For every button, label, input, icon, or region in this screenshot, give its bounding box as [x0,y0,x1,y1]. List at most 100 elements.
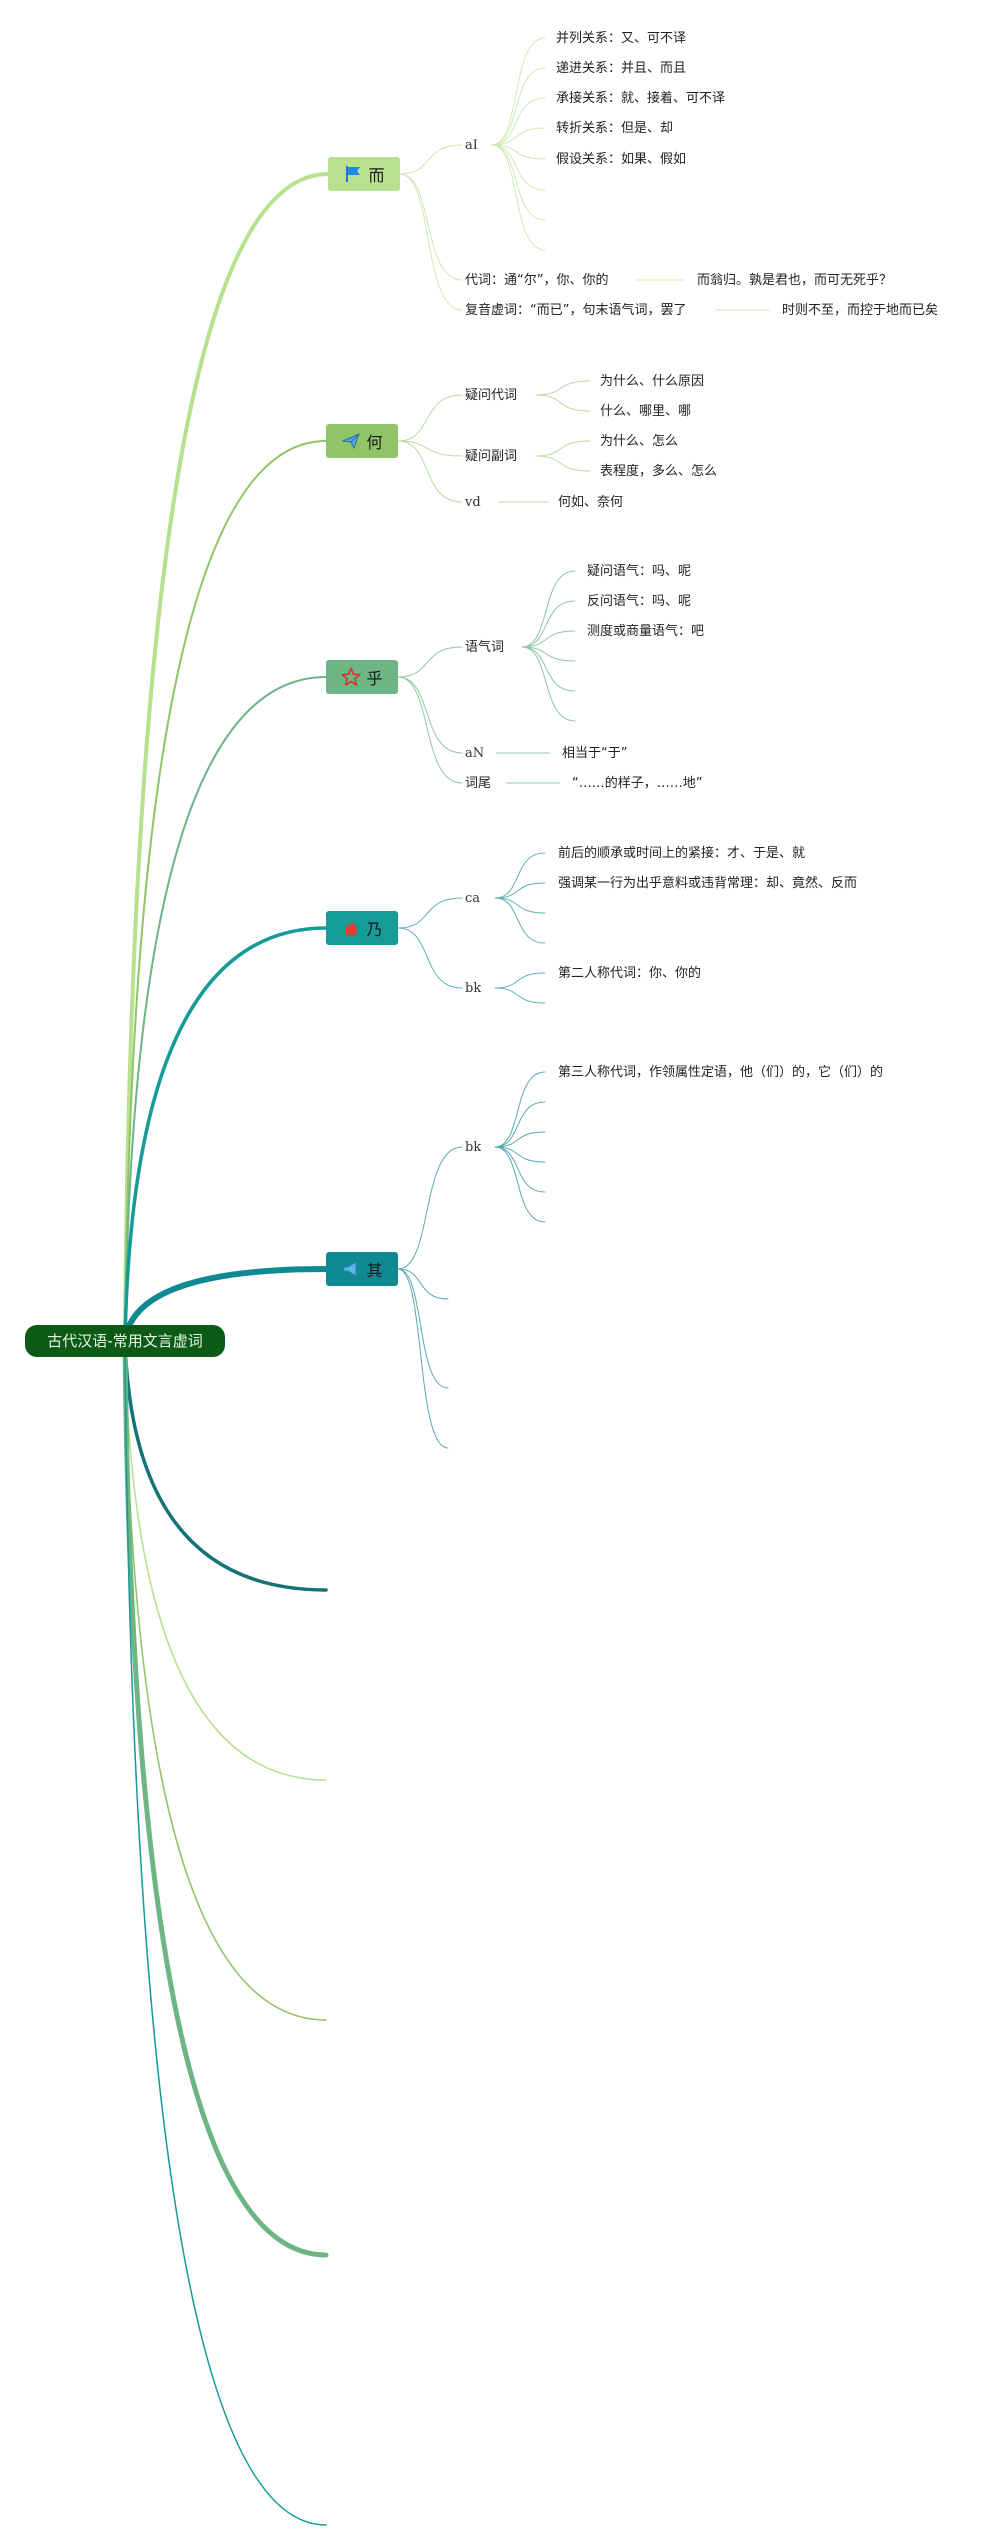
he-vd-item[interactable]: 何如、奈何 [558,495,624,510]
er-al-link-0 [491,37,546,146]
he-vd-node[interactable]: vd [465,495,481,510]
branch-empty-5 [124,1340,327,2526]
hu-mood-link-5 [521,646,576,722]
he-to-pron [397,394,463,442]
qi-bk-link-4 [494,1146,546,1193]
branch-empty-3 [124,1340,327,2021]
er-to-al [399,144,463,175]
qi-bk-node[interactable]: bk [465,1140,482,1155]
topic-qi-label: 其 [366,1261,383,1280]
er-to-compound [399,173,463,311]
er-al-link-7 [491,144,546,251]
megaphone-icon [341,1259,361,1279]
hu-mood-link-1 [521,600,576,648]
topic-hu-label: 乎 [366,669,383,688]
he-pron-item-2[interactable]: 什么、哪里、哪 [600,404,692,419]
hu-mood-item-3[interactable]: 测度或商量语气：吧 [587,624,705,639]
er-al-link-2 [491,97,546,146]
topic-er[interactable]: 而 [328,157,400,191]
topic-he[interactable]: 何 [326,424,398,458]
branch-empty-4 [122,1338,329,2258]
topic-he-label: 何 [366,433,383,452]
nai-ca-item-2[interactable]: 强调某一行为出乎意料或违背常理：却、竟然、反而 [558,876,858,891]
hu-to-mood [397,646,463,678]
hu-mood-link-2 [521,630,576,648]
he-pron-node[interactable]: 疑问代词 [465,388,518,403]
branch-er [123,172,330,1343]
he-adv-node[interactable]: 疑问副词 [465,449,518,464]
he-to-adv [397,440,463,457]
qi-to-empty-2 [397,1268,449,1389]
nai-ca-link-0 [494,852,546,899]
hu-mood-link-0 [521,570,576,648]
he-adv-item-2[interactable]: 表程度，多么、怎么 [600,464,718,479]
er-al-link-3 [491,127,546,146]
topic-nai-label: 乃 [366,920,383,939]
er-compound-node[interactable]: 复音虚词：“而已”，句末语气词，罢了 [465,303,687,318]
qi-to-empty-3 [397,1268,449,1449]
topic-er-label: 而 [368,166,385,185]
er-pronoun-example[interactable]: 而翁归。孰是君也，而可无死乎？ [697,273,893,288]
root-topic[interactable]: 古代汉语-常用文言虚词 [25,1325,225,1357]
topic-hu[interactable]: 乎 [326,660,398,694]
qi-to-bk [397,1146,463,1270]
hu-mood-link-4 [521,646,576,692]
hu-to-an [397,676,463,754]
nai-bk-item[interactable]: 第二人称代词：你、你的 [558,966,702,981]
topic-qi[interactable]: 其 [326,1252,398,1286]
topic-nai[interactable]: 乃 [326,911,398,945]
qi-bk-link-0 [494,1071,546,1148]
he-pron-link-2 [535,394,591,412]
nai-ca-link-3 [494,897,546,944]
nai-bk-link-2 [494,987,546,1004]
er-al-link-6 [491,144,546,221]
qi-bk-item[interactable]: 第三人称代词，作领属性定语，他（们）的，它（们）的 [558,1065,884,1080]
he-adv-item-1[interactable]: 为什么、怎么 [600,434,679,449]
hu-suffix-node[interactable]: 词尾 [465,776,492,791]
nai-ca-node[interactable]: ca [465,891,481,906]
nai-ca-link-1 [494,882,546,899]
nai-bk-node[interactable]: bk [465,981,482,996]
hu-an-node[interactable]: aN [465,746,485,761]
hu-mood-item-2[interactable]: 反问语气：吗、呢 [587,594,692,609]
er-al-node[interactable]: aI [465,138,478,153]
er-al-item-5[interactable]: 假设关系：如果、假如 [556,152,687,167]
hu-to-suffix [397,676,463,784]
er-to-pronoun [399,173,463,281]
nai-ca-item-1[interactable]: 前后的顺承或时间上的紧接：才、于是、就 [558,846,806,861]
qi-to-empty-1 [397,1268,449,1300]
er-pronoun-node[interactable]: 代词：通“尔”，你、你的 [465,273,609,288]
branch-nai [123,926,328,1343]
nai-bk-link-1 [494,972,546,989]
hu-mood-node[interactable]: 语气词 [465,640,505,655]
nai-to-bk [397,927,463,989]
paper-plane-icon [341,431,361,451]
er-al-item-3[interactable]: 承接关系：就、接着、可不译 [556,91,726,106]
branch-empty-2 [124,1340,327,1781]
he-adv-link-1 [535,440,591,457]
er-al-item-1[interactable]: 并列关系：又、可不译 [556,31,687,46]
fire-icon [341,918,361,938]
er-al-link-5 [491,144,546,191]
branch-hu [124,676,327,1342]
nai-ca-link-2 [494,897,546,914]
star-icon [341,667,361,687]
er-al-item-4[interactable]: 转折关系：但是、却 [556,121,674,136]
hu-mood-link-3 [521,646,576,662]
er-compound-example[interactable]: 时则不至，而控于地而已矣 [782,303,939,318]
hu-mood-item-1[interactable]: 疑问语气：吗、呢 [587,564,692,579]
he-pron-link-1 [535,380,591,396]
nai-to-ca [397,897,463,929]
er-al-item-2[interactable]: 递进关系：并且、而且 [556,61,687,76]
hu-suffix-item[interactable]: “……的样子，……地” [572,776,703,791]
qi-bk-link-3 [494,1146,546,1163]
flag-icon [343,164,363,184]
hu-an-item[interactable]: 相当于“于” [562,746,628,761]
branch-empty-1 [123,1339,328,1592]
he-adv-link-2 [535,455,591,472]
he-pron-item-1[interactable]: 为什么、什么原因 [600,374,705,389]
er-al-link-4 [491,144,546,160]
qi-bk-link-1 [494,1101,546,1148]
qi-bk-link-2 [494,1131,546,1148]
